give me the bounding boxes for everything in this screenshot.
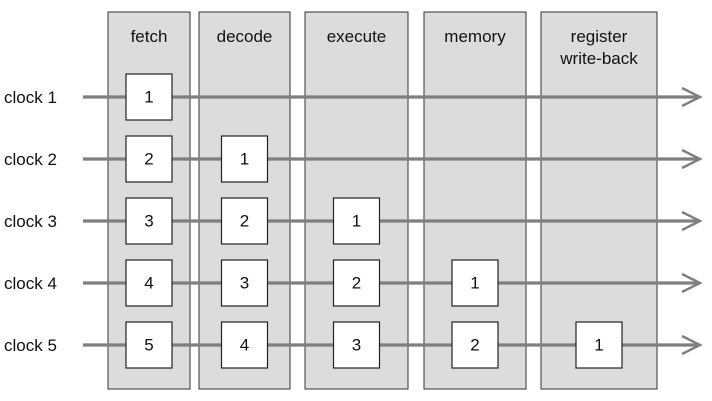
instruction-number: 4 (144, 274, 153, 293)
arrowhead-icon (681, 334, 703, 356)
stage-label: register (571, 27, 628, 46)
instruction-number: 1 (594, 336, 603, 355)
instruction-box (125, 321, 173, 369)
arrowhead-icon (681, 272, 703, 294)
instruction-number: 2 (470, 336, 479, 355)
stage-label: fetch (131, 27, 168, 46)
clock-label: clock 1 (4, 88, 57, 107)
arrowhead-icon (681, 148, 703, 170)
instruction-box (125, 259, 173, 307)
clock-label: clock 3 (4, 212, 57, 231)
instruction-box (220, 135, 269, 183)
clock-label: clock 2 (4, 150, 57, 169)
instruction-number: 5 (144, 336, 153, 355)
instruction-number: 3 (144, 212, 153, 231)
stage-label: write-back (559, 49, 638, 68)
instruction-box (125, 197, 173, 245)
instruction-number: 1 (470, 274, 479, 293)
instruction-box (451, 321, 499, 369)
instruction-box (125, 73, 173, 121)
instruction-box (220, 321, 269, 369)
clock-label: clock 5 (4, 336, 57, 355)
instruction-box (332, 259, 381, 307)
stage-label: memory (444, 27, 506, 46)
instruction-number: 3 (352, 336, 361, 355)
instruction-number: 2 (352, 274, 361, 293)
instruction-number: 4 (240, 336, 249, 355)
stage-columns: fetch decode execute memory register write-ba… (107, 11, 658, 390)
instruction-box (220, 259, 269, 307)
instruction-box (220, 197, 269, 245)
instruction-box (332, 197, 381, 245)
instruction-number: 3 (240, 274, 249, 293)
instruction-box (451, 259, 499, 307)
arrowhead-icon (681, 210, 703, 232)
instruction-number: 2 (240, 212, 249, 231)
instruction-box (332, 321, 381, 369)
instruction-number: 2 (144, 150, 153, 169)
clock-rows: clock 1 1 clock 2 2 1 clock 3 3 2 1 clock 4 4 3 2 1 cl… (4, 73, 703, 369)
clock-label: clock 4 (4, 274, 57, 293)
instruction-number: 1 (144, 88, 153, 107)
instruction-box (575, 321, 623, 369)
instruction-box (125, 135, 173, 183)
instruction-number: 1 (352, 212, 361, 231)
instruction-number: 1 (240, 150, 249, 169)
stage-label: execute (327, 27, 387, 46)
arrowhead-icon (681, 86, 703, 108)
stage-label: decode (217, 27, 273, 46)
